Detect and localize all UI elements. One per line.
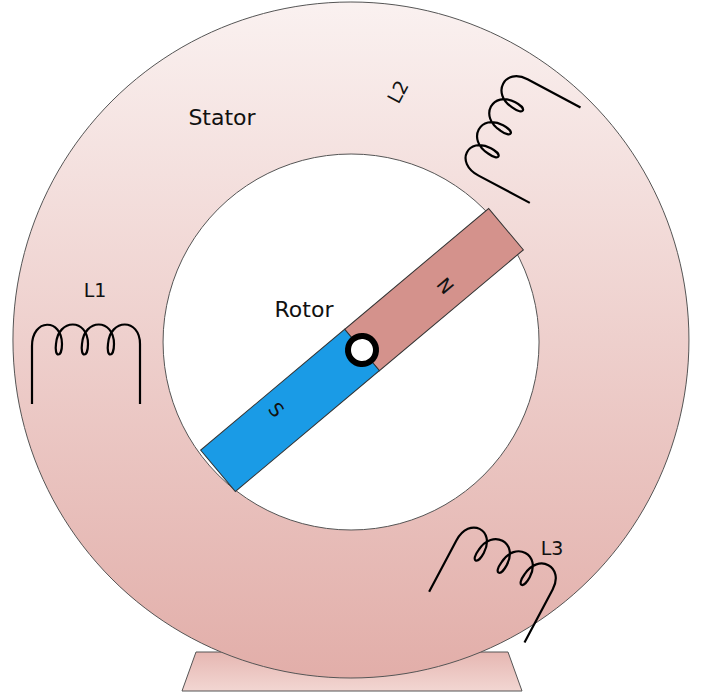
coil-l2 <box>460 70 581 203</box>
rotor-shaft <box>342 330 381 369</box>
coil-name: L1 <box>84 281 107 300</box>
rotor-magnet <box>201 208 524 491</box>
coil-l1 <box>32 325 140 405</box>
coil-name: L3 <box>541 539 564 558</box>
coils <box>32 70 581 642</box>
stator-ring <box>13 2 689 678</box>
part-name: Rotor <box>275 299 334 321</box>
part-name: Stator <box>188 107 255 129</box>
